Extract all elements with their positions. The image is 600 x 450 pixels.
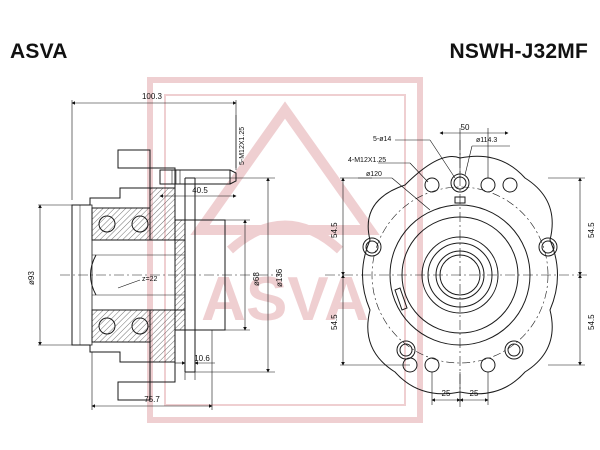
dim-outer-dia: ø93	[27, 271, 36, 285]
dim-half-height-lower-left: 54.5	[330, 314, 339, 330]
dim-stud-length: 40.5	[192, 186, 208, 195]
dim-mount-thread: 4-M12X1.25	[348, 157, 386, 164]
dim-pilot-dia: ø68	[252, 272, 261, 286]
watermark-logo: ASVA	[147, 77, 423, 423]
dim-half-height-upper-right: 54.5	[587, 222, 596, 238]
part-number-title: NSWH-J32MF	[449, 40, 588, 63]
side-dimension-lines	[38, 100, 275, 410]
front-dimension-lines	[340, 128, 585, 405]
dim-flange-dia: ø136	[275, 268, 284, 287]
dim-half-width-left: 25	[442, 389, 451, 398]
dim-center-dia: ø120	[366, 171, 382, 178]
dim-offset-top: 50	[461, 123, 470, 132]
dim-spline: z=22	[142, 276, 157, 283]
side-section-view	[60, 149, 280, 401]
dim-stud-holes: 5-ø14	[373, 136, 391, 143]
dim-bolt-thread: 5-M12X1.25	[239, 127, 246, 165]
front-view	[325, 140, 590, 410]
dim-half-height-lower-right: 54.5	[587, 314, 596, 330]
dim-body-length: 75.7	[144, 395, 160, 404]
dim-pcd: ø114.3	[476, 137, 497, 144]
dim-overall-length: 100.3	[142, 92, 163, 101]
dim-half-width-right: 25	[470, 389, 479, 398]
dim-flange-thickness: 10.6	[194, 354, 210, 363]
watermark-text: ASVA	[201, 265, 369, 334]
dim-half-height-upper-left: 54.5	[330, 222, 339, 238]
brand-title: ASVA	[10, 40, 68, 63]
